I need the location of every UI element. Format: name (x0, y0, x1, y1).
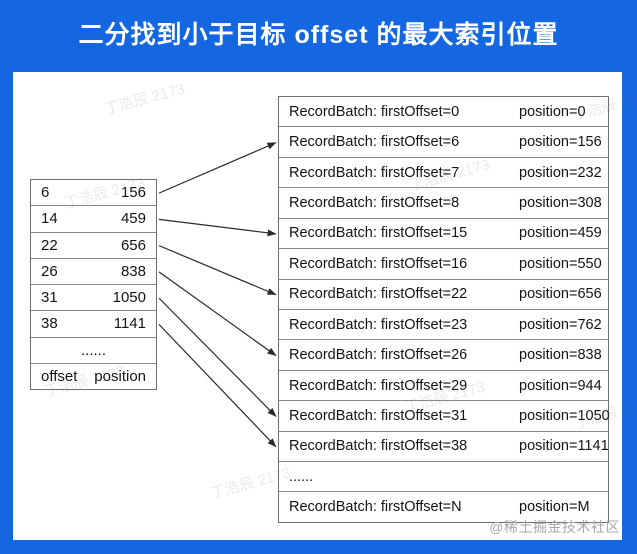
recordbatch-position: position=232 (519, 164, 602, 181)
recordbatch-label: RecordBatch: firstOffset=N (289, 499, 462, 516)
recordbatch-position: position=156 (519, 134, 602, 151)
offset-value: 6 (41, 184, 50, 202)
index-row: 38 1141 (31, 311, 156, 338)
recordbatch-row: RecordBatch: firstOffset=26 position=838 (279, 340, 608, 371)
recordbatch-position: position=0 (519, 103, 586, 120)
author-watermark: 丁浩辰 2173 (102, 80, 187, 119)
index-header-row: offset position (31, 364, 156, 389)
index-row: 22 656 (31, 233, 156, 259)
recordbatch-label: ...... (289, 468, 314, 485)
recordbatch-label: RecordBatch: firstOffset=6 (289, 134, 460, 151)
recordbatch-row: RecordBatch: firstOffset=8 position=308 (279, 188, 608, 219)
mapping-arrow (158, 271, 277, 357)
recordbatch-position: position=550 (519, 255, 602, 272)
recordbatch-row: RecordBatch: firstOffset=29 position=944 (279, 371, 608, 402)
recordbatch-label: RecordBatch: firstOffset=8 (289, 194, 460, 211)
position-value: position (94, 367, 146, 385)
recordbatch-label: RecordBatch: firstOffset=15 (289, 225, 468, 242)
position-value: 838 (120, 262, 146, 280)
recordbatch-label: RecordBatch: firstOffset=29 (289, 377, 468, 394)
offset-value: 38 (41, 315, 58, 333)
recordbatch-position: position=459 (519, 225, 602, 242)
recordbatch-label: RecordBatch: firstOffset=16 (289, 255, 468, 272)
recordbatch-label: RecordBatch: firstOffset=38 (289, 438, 468, 455)
offset-value: 26 (41, 262, 58, 280)
recordbatch-row: RecordBatch: firstOffset=23 position=762 (279, 310, 608, 341)
recordbatch-position: position=1141 (519, 438, 609, 455)
recordbatch-position: position=762 (519, 316, 602, 333)
recordbatch-row: RecordBatch: firstOffset=7 position=232 (279, 158, 608, 189)
recordbatch-row: RecordBatch: firstOffset=15 position=459 (279, 219, 608, 250)
page-title: 二分找到小于目标 offset 的最大索引位置 (78, 21, 559, 49)
recordbatch-position: position=656 (519, 286, 602, 303)
offset-value: 22 (41, 236, 58, 254)
credit-watermark: @稀土掘金技术社区 (489, 519, 620, 535)
position-value: 459 (120, 210, 146, 228)
offset-value: 31 (41, 289, 58, 307)
mapping-arrow (158, 323, 277, 448)
mapping-arrow (158, 297, 277, 417)
position-value: 1141 (113, 315, 146, 333)
recordbatch-label: RecordBatch: firstOffset=22 (289, 286, 468, 303)
mapping-arrow (158, 142, 277, 194)
position-value: 1050 (112, 289, 146, 307)
recordbatch-position: position=308 (519, 194, 602, 211)
mapping-arrow (158, 218, 277, 237)
index-row: 31 1050 (31, 285, 156, 312)
position-value: 656 (120, 236, 146, 254)
recordbatch-position: position=838 (519, 347, 602, 364)
index-row: 26 838 (31, 259, 156, 285)
recordbatch-position: position=1050 (519, 407, 610, 424)
offset-value: offset (41, 367, 78, 385)
recordbatch-ellipsis-row: ...... (279, 462, 608, 493)
offset-value: 14 (41, 210, 58, 228)
recordbatch-row: RecordBatch: firstOffset=16 position=550 (279, 249, 608, 280)
recordbatch-row: RecordBatch: firstOffset=N position=M (279, 492, 608, 521)
mapping-arrow (158, 245, 277, 296)
recordbatch-label: RecordBatch: firstOffset=31 (289, 407, 468, 424)
recordbatch-label: RecordBatch: firstOffset=0 (289, 103, 460, 120)
recordbatch-label: RecordBatch: firstOffset=7 (289, 164, 460, 181)
position-value: 156 (120, 184, 146, 202)
recordbatch-row: RecordBatch: firstOffset=6 position=156 (279, 127, 608, 158)
recordbatch-position: position=944 (519, 377, 602, 394)
recordbatch-label: RecordBatch: firstOffset=26 (289, 347, 468, 364)
index-row: 14 459 (31, 206, 156, 233)
recordbatch-row: RecordBatch: firstOffset=22 position=656 (279, 280, 608, 310)
offset-value: ...... (80, 341, 106, 359)
recordbatch-row: RecordBatch: firstOffset=0 position=0 (279, 97, 608, 128)
recordbatch-label: RecordBatch: firstOffset=23 (289, 316, 468, 333)
recordbatch-row: RecordBatch: firstOffset=38 position=1141 (279, 432, 609, 463)
recordbatch-row: RecordBatch: firstOffset=31 position=1050 (279, 401, 610, 432)
recordbatch-position: position=M (519, 499, 590, 516)
index-row: 6 156 (31, 180, 156, 207)
index-ellipsis-row: ...... (31, 338, 156, 364)
